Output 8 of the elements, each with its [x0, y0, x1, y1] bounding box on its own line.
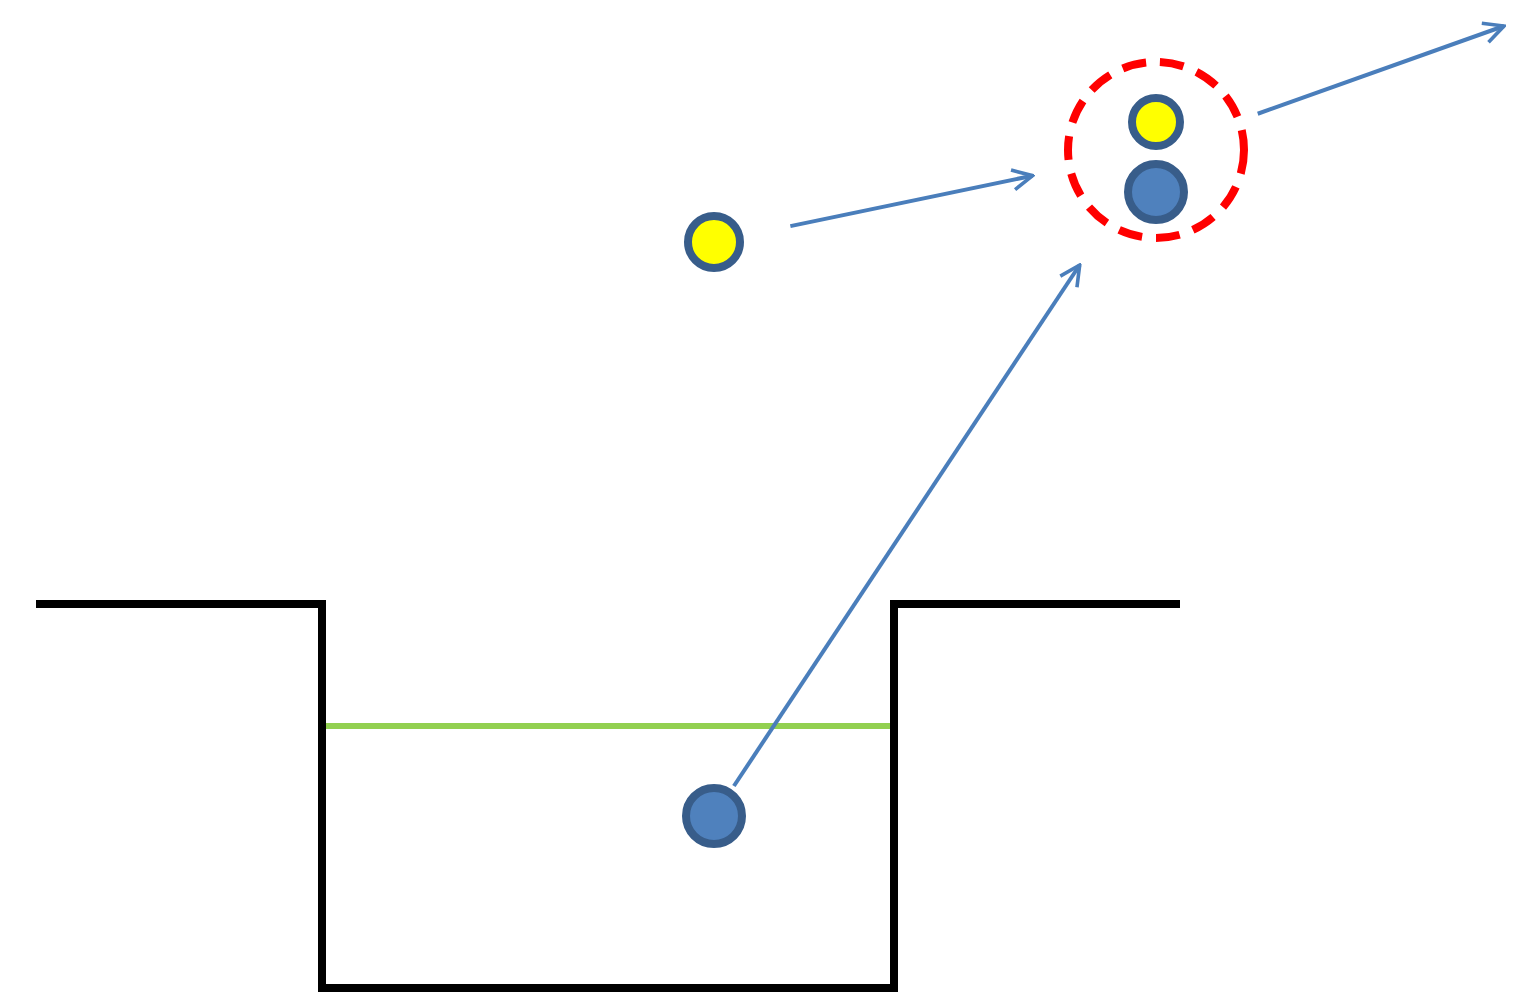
particle-circle — [1124, 160, 1188, 224]
particle-circle — [684, 212, 744, 272]
arrow — [732, 263, 1082, 788]
particle-circle — [1128, 94, 1184, 150]
arrow — [1257, 21, 1506, 116]
particle-circle — [682, 784, 746, 848]
dashed-ring — [1064, 58, 1248, 242]
arrow — [789, 168, 1035, 229]
